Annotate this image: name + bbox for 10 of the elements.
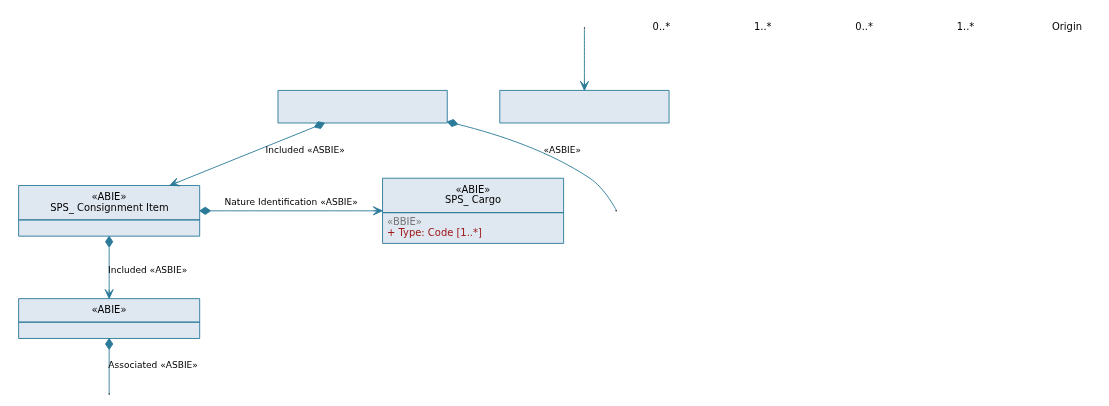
label: 0..* [854, 21, 873, 33]
label: Origin [1051, 21, 1082, 33]
label: 1..* [956, 21, 974, 33]
edge-label: Included «ASBIE» [265, 144, 345, 155]
edge-label: Nature Identification «ASBIE» [223, 197, 358, 208]
label: 1..* [753, 21, 772, 33]
label: 0..* [652, 21, 670, 33]
edge-label: «ASBIE» [542, 144, 581, 155]
edge-label: Associated «ASBIE» [107, 360, 198, 371]
edge-label: Included «ASBIE» [107, 265, 187, 276]
